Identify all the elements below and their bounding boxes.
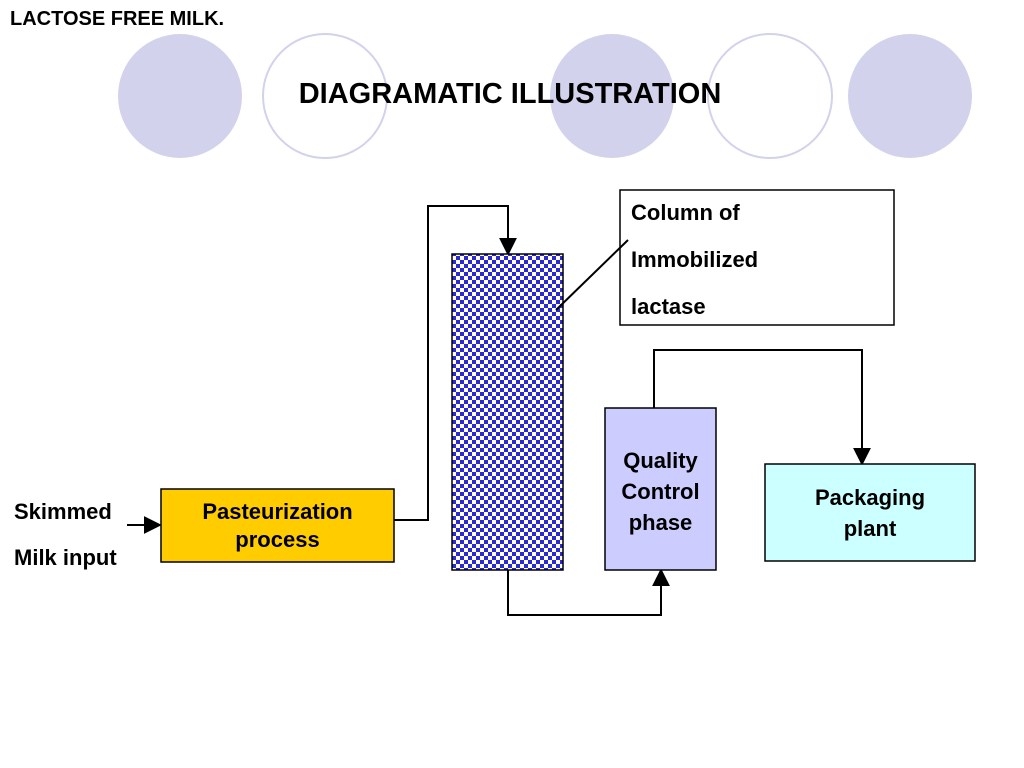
callout-line-2: Immobilized [631, 247, 759, 272]
pasteurization-label: Pasteurization process [161, 489, 394, 562]
packaging-label-line1: Packaging [814, 484, 926, 510]
connector-qc-to-packaging [653, 349, 871, 466]
pasteurization-label-line2: process [235, 526, 320, 552]
quality-control-label: Quality Control phase [605, 445, 716, 537]
quality-control-label-line3: phase [628, 509, 693, 535]
callout-line-3: lactase [631, 294, 706, 319]
pasteurization-box [160, 488, 395, 563]
input-label-line1: Skimmed [14, 499, 112, 524]
immobilized-lactase-column [451, 253, 564, 571]
quality-control-label-line1: Quality [623, 447, 698, 473]
corner-title: LACTOSE FREE MILK. [10, 8, 225, 30]
callout-line-1: Column of [631, 200, 740, 225]
quality-control-box [604, 407, 717, 571]
decor-circle-4 [707, 33, 833, 159]
packaging-box [764, 463, 976, 562]
quality-control-label-line2: Control [621, 478, 700, 504]
decor-circle-2 [262, 33, 388, 159]
callout-pointer [555, 239, 629, 311]
page-title: DIAGRAMATIC ILLUSTRATION [298, 78, 722, 110]
pasteurization-label-line1: Pasteurization [202, 498, 353, 524]
packaging-label: Packaging plant [765, 464, 975, 561]
connector-pasteurization-to-column [394, 205, 517, 521]
decor-circle-3 [550, 34, 674, 158]
decor-circle-1 [118, 34, 242, 158]
packaging-label-line2: plant [843, 515, 897, 541]
connector-column-to-qc [507, 568, 670, 616]
column-callout-box [619, 189, 895, 326]
input-label-line2: Milk input [14, 545, 117, 570]
decor-circle-5 [848, 34, 972, 158]
